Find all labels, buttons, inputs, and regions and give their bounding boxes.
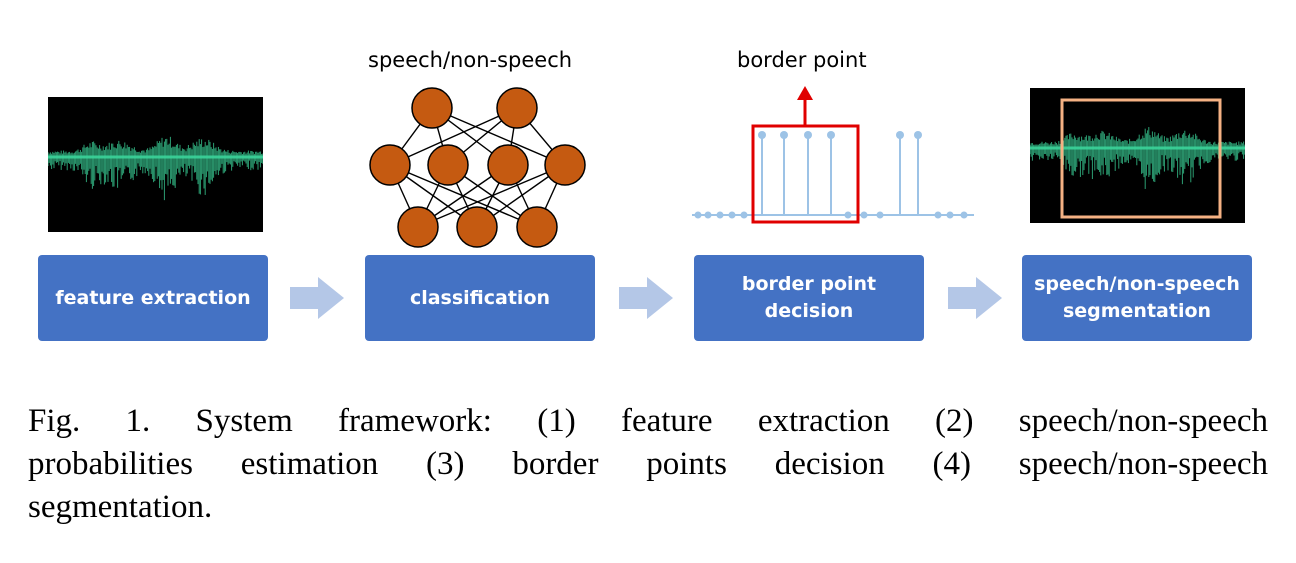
stem-marker xyxy=(896,131,904,139)
step-speech-segmentation: speech/non-speech segmentation xyxy=(1022,255,1252,341)
neuron-node xyxy=(516,206,558,248)
stem-marker xyxy=(827,131,835,139)
step-label-line: border point xyxy=(741,273,877,295)
step-classification: classification xyxy=(365,255,595,341)
stem-marker xyxy=(860,211,868,219)
waveform-image xyxy=(48,97,263,232)
stem-marker xyxy=(914,131,922,139)
neuron-node xyxy=(397,206,439,248)
stem-marker xyxy=(740,211,748,219)
stem-marker xyxy=(804,131,812,139)
stem-marker xyxy=(758,131,766,139)
segmented-waveform-image xyxy=(1030,88,1245,223)
step-feature-extraction: feature extraction xyxy=(38,255,268,341)
neuron-node xyxy=(496,87,538,129)
flow-arrow-icon xyxy=(290,277,344,319)
step-label-line: decision xyxy=(764,300,854,322)
caption-line: Fig. 1. System framework: (1) feature ex… xyxy=(28,403,1268,439)
caption-line: probabilities estimation (3) border poin… xyxy=(28,446,1268,482)
neuron-node xyxy=(487,144,529,186)
caption-line: segmentation. xyxy=(28,489,213,525)
stem-marker xyxy=(960,211,968,219)
flow-arrow-icon xyxy=(948,277,1002,319)
neuron-node xyxy=(456,206,498,248)
flow-arrow-icon xyxy=(619,277,673,319)
stem-marker xyxy=(946,211,954,219)
stem-marker xyxy=(704,211,712,219)
segment-box xyxy=(1060,98,1222,219)
step-label-line: classification xyxy=(409,286,551,309)
stem-marker xyxy=(716,211,724,219)
stem-marker xyxy=(876,211,884,219)
waveform-trace xyxy=(1030,127,1245,189)
waveform-trace xyxy=(48,136,263,201)
figure-caption: Fig. 1. System framework: (1) feature ex… xyxy=(28,400,1268,529)
classification-output-label: speech/non-speech xyxy=(368,48,573,72)
system-framework-figure: speech/non-speech border point feature e… xyxy=(38,48,1252,341)
step-label-line: segmentation xyxy=(1062,300,1212,322)
stem-marker xyxy=(694,211,702,219)
neuron-node xyxy=(411,87,453,129)
stem-marker xyxy=(780,131,788,139)
arrow-head-icon xyxy=(797,86,813,100)
border-point-label: border point xyxy=(737,48,867,72)
stem-marker xyxy=(728,211,736,219)
stem-marker xyxy=(844,211,852,219)
neuron-node xyxy=(544,144,586,186)
neuron-node xyxy=(427,144,469,186)
stem-marker xyxy=(934,211,942,219)
border-point-stem-plot xyxy=(692,86,974,224)
neuron-node xyxy=(369,144,411,186)
step-label-line: speech/non-speech xyxy=(1034,273,1240,295)
neural-network-icon xyxy=(369,87,586,248)
step-label-line: feature extraction xyxy=(55,286,251,309)
border-highlight-box xyxy=(751,124,860,224)
step-border-point-decision: border point decision xyxy=(694,255,924,341)
